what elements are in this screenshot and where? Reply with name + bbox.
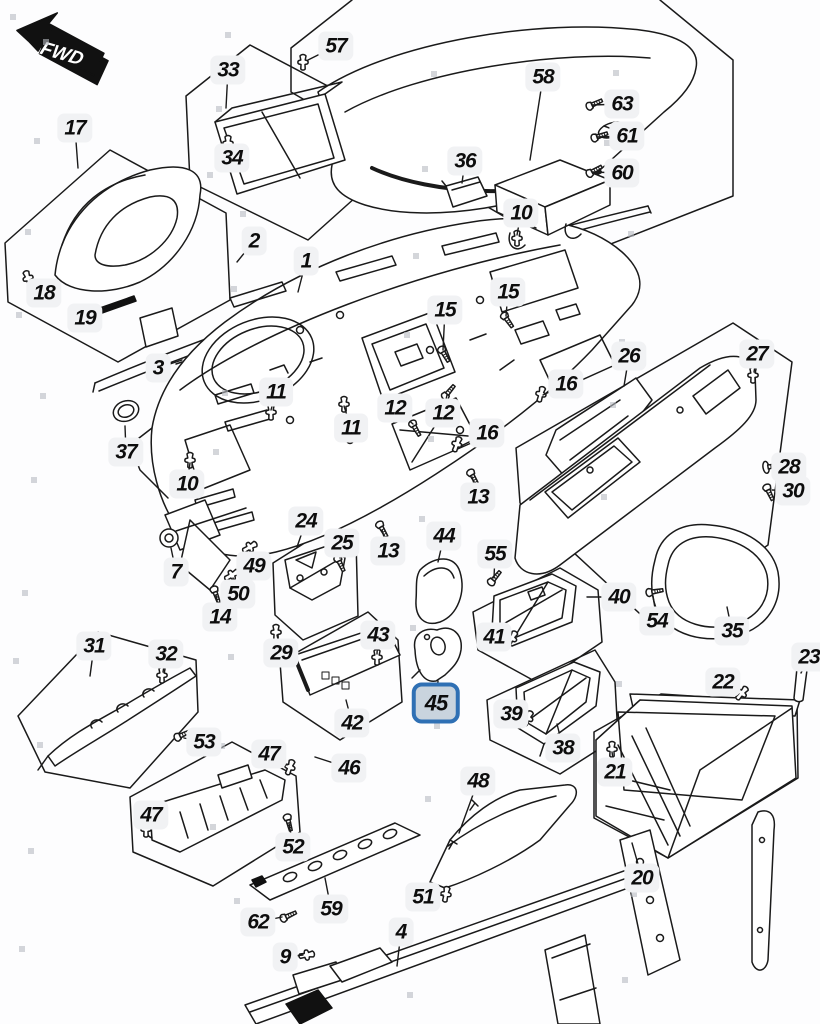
part-callout-7[interactable]: 7 bbox=[163, 557, 189, 587]
part-callout-13[interactable]: 13 bbox=[370, 536, 406, 566]
part-7-grommet bbox=[159, 507, 247, 548]
part-callout-2[interactable]: 2 bbox=[241, 226, 267, 256]
part-callout-25[interactable]: 25 bbox=[324, 528, 360, 558]
part-callout-28[interactable]: 28 bbox=[771, 452, 807, 482]
part-callout-23[interactable]: 23 bbox=[791, 642, 820, 672]
part-callout-1[interactable]: 1 bbox=[293, 246, 319, 276]
part-callout-37[interactable]: 37 bbox=[108, 437, 144, 467]
part-callout-14[interactable]: 14 bbox=[202, 602, 238, 632]
part-callout-61[interactable]: 61 bbox=[609, 121, 645, 151]
part-callout-62[interactable]: 62 bbox=[240, 907, 276, 937]
part-callout-39[interactable]: 39 bbox=[493, 699, 529, 729]
part-callout-19[interactable]: 19 bbox=[67, 303, 103, 333]
part-callout-55[interactable]: 55 bbox=[477, 539, 513, 569]
part-callout-60[interactable]: 60 bbox=[604, 158, 640, 188]
part-callout-10[interactable]: 10 bbox=[169, 469, 205, 499]
part-callout-30[interactable]: 30 bbox=[775, 476, 811, 506]
part-48-undercover bbox=[429, 784, 577, 889]
part-callout-9[interactable]: 9 bbox=[272, 942, 298, 972]
part-callout-31[interactable]: 31 bbox=[76, 631, 112, 661]
part-callout-43[interactable]: 43 bbox=[360, 620, 396, 650]
part-callout-38[interactable]: 38 bbox=[545, 733, 581, 763]
part-59-nozzle bbox=[249, 822, 421, 901]
part-callout-44[interactable]: 44 bbox=[426, 521, 462, 551]
part-callout-47[interactable]: 47 bbox=[251, 739, 287, 769]
part-44-cover bbox=[415, 558, 463, 624]
part-37-cap bbox=[112, 399, 140, 423]
part-46-47-garnish bbox=[143, 764, 286, 853]
part-callout-15[interactable]: 15 bbox=[490, 277, 526, 307]
part-callout-42[interactable]: 42 bbox=[334, 708, 370, 738]
part-31-trim bbox=[37, 667, 197, 771]
part-callout-45-highlighted[interactable]: 45 bbox=[411, 682, 461, 724]
part-callout-54[interactable]: 54 bbox=[639, 606, 675, 636]
fwd-arrow: FWD bbox=[16, 12, 109, 86]
part-callout-11[interactable]: 11 bbox=[334, 413, 368, 443]
part-20-glove-box bbox=[595, 693, 801, 859]
part-callout-18[interactable]: 18 bbox=[26, 278, 62, 308]
part-callout-10[interactable]: 10 bbox=[503, 198, 539, 228]
part-callout-12[interactable]: 12 bbox=[377, 393, 413, 423]
part-callout-47[interactable]: 47 bbox=[133, 800, 169, 830]
part-callout-16[interactable]: 16 bbox=[469, 418, 505, 448]
part-callout-22[interactable]: 22 bbox=[705, 667, 741, 697]
part-callout-34[interactable]: 34 bbox=[214, 143, 250, 173]
part-callout-58[interactable]: 58 bbox=[525, 62, 561, 92]
part-callout-17[interactable]: 17 bbox=[57, 113, 93, 143]
part-callout-53[interactable]: 53 bbox=[186, 727, 222, 757]
part-callout-12[interactable]: 12 bbox=[425, 398, 461, 428]
part-callout-20[interactable]: 20 bbox=[624, 863, 660, 893]
part-callout-41[interactable]: 41 bbox=[476, 622, 512, 652]
part-36-cover bbox=[441, 176, 488, 208]
part-26-garnish bbox=[514, 355, 757, 575]
part-callout-48[interactable]: 48 bbox=[460, 766, 496, 796]
part-callout-29[interactable]: 29 bbox=[263, 638, 299, 668]
part-callout-63[interactable]: 63 bbox=[604, 89, 640, 119]
part-19-strip bbox=[99, 295, 137, 314]
part-callout-13[interactable]: 13 bbox=[460, 482, 496, 512]
part-45-cover bbox=[411, 627, 462, 682]
part-callout-52[interactable]: 52 bbox=[275, 832, 311, 862]
part-callout-49[interactable]: 49 bbox=[236, 551, 272, 581]
part-callout-40[interactable]: 40 bbox=[601, 582, 637, 612]
part-callout-21[interactable]: 21 bbox=[597, 757, 633, 787]
part-callout-57[interactable]: 57 bbox=[318, 31, 354, 61]
part-callout-35[interactable]: 35 bbox=[714, 616, 750, 646]
part-callout-27[interactable]: 27 bbox=[739, 339, 775, 369]
part-callout-4[interactable]: 4 bbox=[388, 917, 414, 947]
part-callout-24[interactable]: 24 bbox=[288, 506, 324, 536]
part-callout-59[interactable]: 59 bbox=[313, 894, 349, 924]
part-callout-3[interactable]: 3 bbox=[145, 353, 171, 383]
part-callout-15[interactable]: 15 bbox=[427, 295, 463, 325]
part-callout-16[interactable]: 16 bbox=[548, 369, 584, 399]
part-17-meter-hood bbox=[33, 166, 202, 348]
part-35-speaker-garnish bbox=[651, 523, 780, 640]
part-callout-26[interactable]: 26 bbox=[611, 341, 647, 371]
part-callout-46[interactable]: 46 bbox=[331, 753, 367, 783]
part-callout-36[interactable]: 36 bbox=[447, 146, 483, 176]
part-callout-33[interactable]: 33 bbox=[210, 55, 246, 85]
part-callout-51[interactable]: 51 bbox=[405, 882, 441, 912]
part-33-panel bbox=[214, 81, 346, 195]
part-callout-11[interactable]: 11 bbox=[259, 377, 293, 407]
part-callout-32[interactable]: 32 bbox=[148, 639, 184, 669]
